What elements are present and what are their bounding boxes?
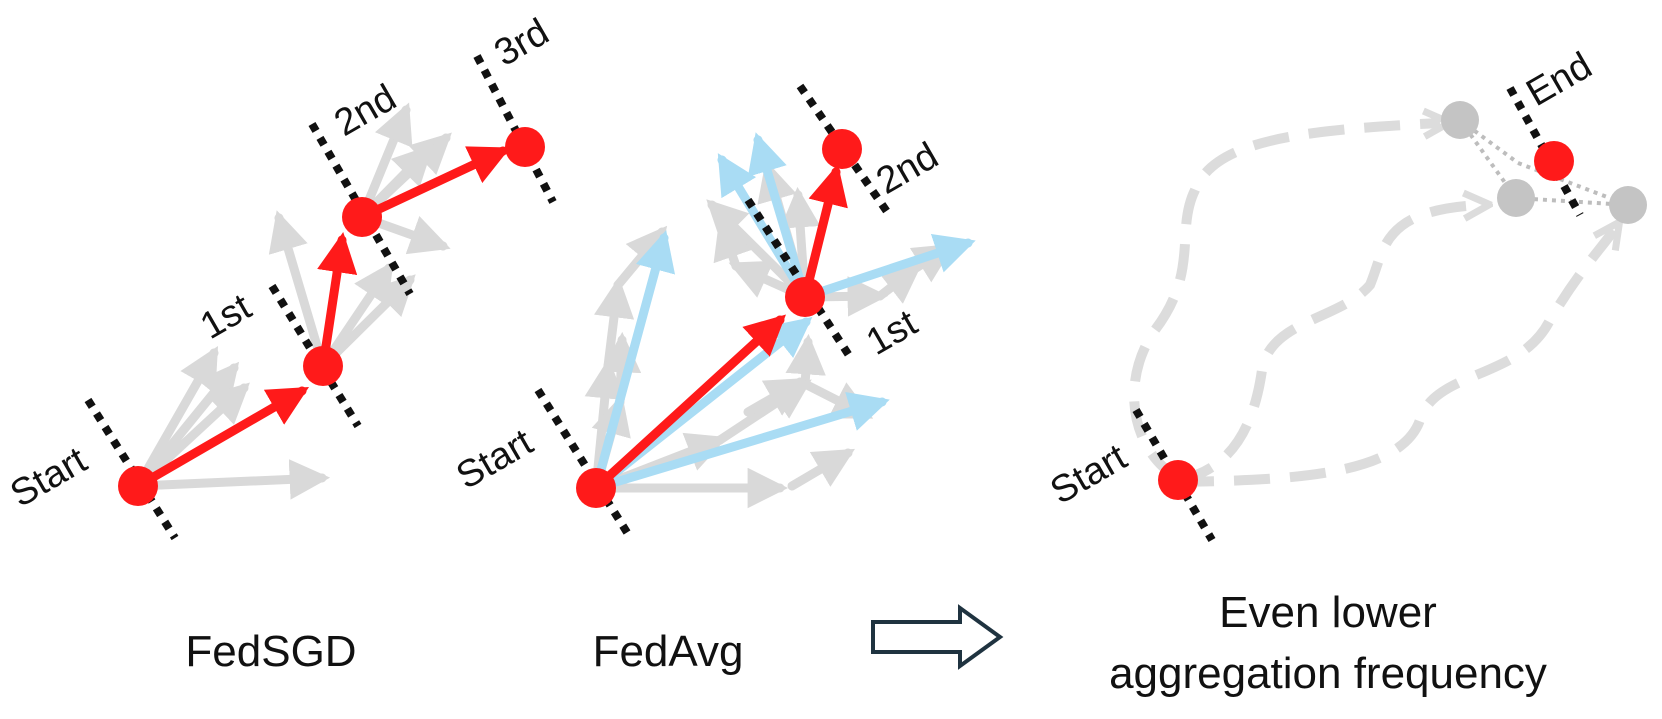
lower-caption-line2: aggregation frequency <box>1109 649 1547 698</box>
lower-client-node <box>1609 186 1647 224</box>
lower-caption-line1: Even lower <box>1219 588 1437 637</box>
fedsgd-node-2nd <box>342 197 382 237</box>
lower-label-start: Start <box>1044 436 1135 513</box>
fedsgd-panel: Start 1st 2nd 3rd FedSGD <box>4 11 557 676</box>
fedavg-global-path <box>591 164 848 493</box>
fedavg-boundaries <box>534 83 894 537</box>
lower-client-node <box>1497 179 1535 217</box>
fedavg-caption: FedAvg <box>593 627 744 676</box>
fedsgd-client-updates <box>133 102 452 500</box>
fedavg-label-start: Start <box>450 421 541 498</box>
boundary-2nd <box>796 83 894 219</box>
fedavg-node-2nd <box>822 129 862 169</box>
fedsgd-global-path <box>133 146 511 491</box>
fedavg-panel: Start 1st 2nd FedAvg <box>450 83 976 676</box>
lower-label-end: End <box>1520 45 1600 115</box>
lower-client-node <box>1441 101 1479 139</box>
lower-client-trajectories <box>1129 123 1614 487</box>
fedsgd-label-3rd: 3rd <box>488 11 557 75</box>
fedsgd-node-3rd <box>505 127 545 167</box>
fedsgd-label-1st: 1st <box>194 286 259 348</box>
boundary-start <box>534 387 632 537</box>
lower-node-end <box>1534 141 1574 181</box>
fedavg-node-1st <box>785 277 825 317</box>
fedsgd-caption: FedSGD <box>185 627 356 676</box>
right-arrow-outline-icon <box>871 604 1004 670</box>
fedavg-node-start <box>576 468 616 508</box>
fedsgd-node-1st <box>303 346 343 386</box>
lower-node-start <box>1158 460 1198 500</box>
boundary-3rd <box>473 54 557 204</box>
fedavg-label-2nd: 2nd <box>870 135 946 203</box>
fedavg-label-1st: 1st <box>860 302 925 364</box>
fedsgd-node-start <box>118 466 158 506</box>
lower-frequency-panel: Start End Even lower aggregation frequen… <box>1044 45 1647 698</box>
fedsgd-label-start: Start <box>4 439 95 516</box>
